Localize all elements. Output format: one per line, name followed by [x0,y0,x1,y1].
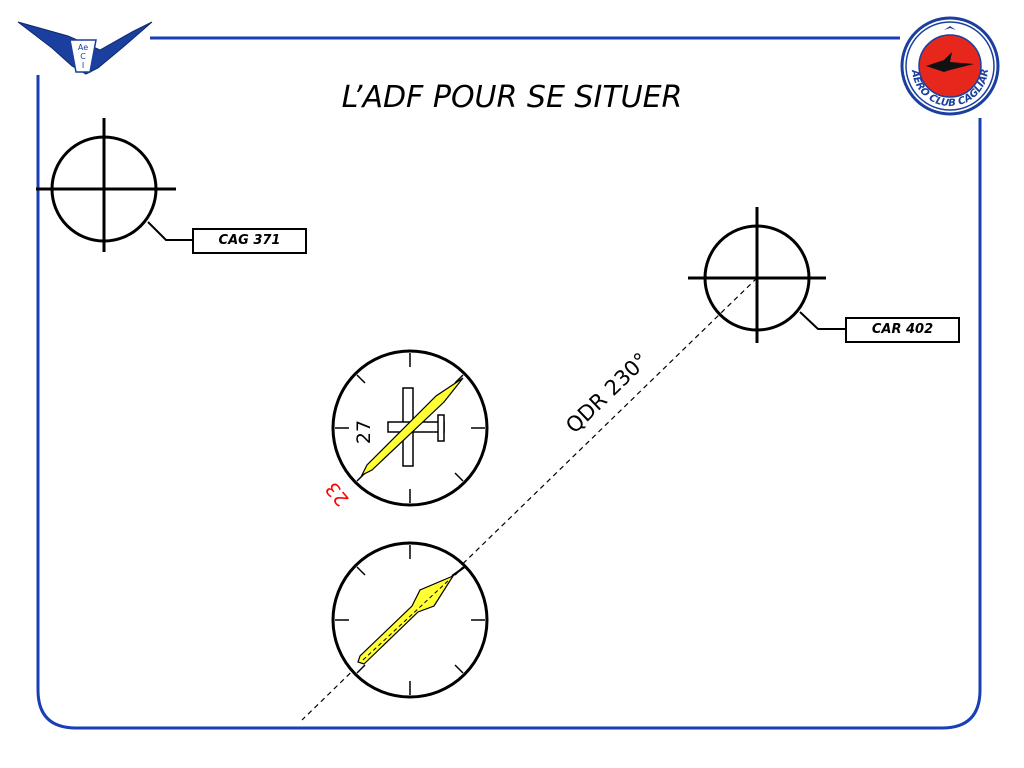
ndb-station-cag [36,118,193,252]
aeci-letter-i: I [82,61,84,70]
aeci-letter-ae: Ae [78,43,88,52]
aeci-letter-c: C [80,52,86,61]
adf-needle-upper [360,377,464,477]
aeci-wing-logo: Ae C I [17,21,153,75]
heading-label-27: 27 [353,420,375,444]
slide-frame [36,36,982,730]
qdr-bearing-line [301,277,758,721]
relative-bearing-label-23: 23 [321,478,353,511]
station-tag-car: CAR 402 [845,317,960,343]
adf-indicator-lower [331,541,489,699]
station-tag-cag: CAG 371 [192,228,307,254]
adf-indicator-upper: 27 23 [321,349,489,511]
slide-title: L’ADF POUR SE SITUER [341,80,683,115]
